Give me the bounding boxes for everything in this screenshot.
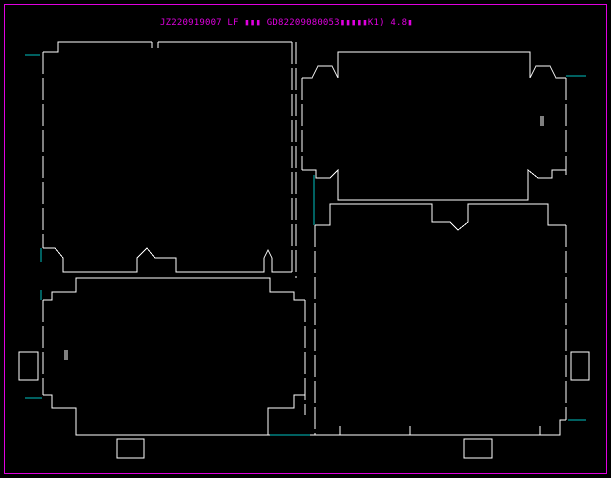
drawing-frame	[4, 4, 607, 474]
bottom-left-tab	[116, 438, 145, 459]
left-registration-mark	[18, 351, 39, 381]
right-registration-mark	[570, 351, 590, 381]
drawing-title: JZ220919007 LF ▮▮▮ GD82209080053▮▮▮▮▮K1)…	[160, 18, 413, 28]
panel-bottom-right	[314, 203, 586, 436]
panel-bottom-left	[25, 277, 315, 436]
bottom-right-tab	[463, 438, 493, 459]
panel-top-right	[301, 51, 586, 225]
panel-top-left	[25, 41, 297, 300]
